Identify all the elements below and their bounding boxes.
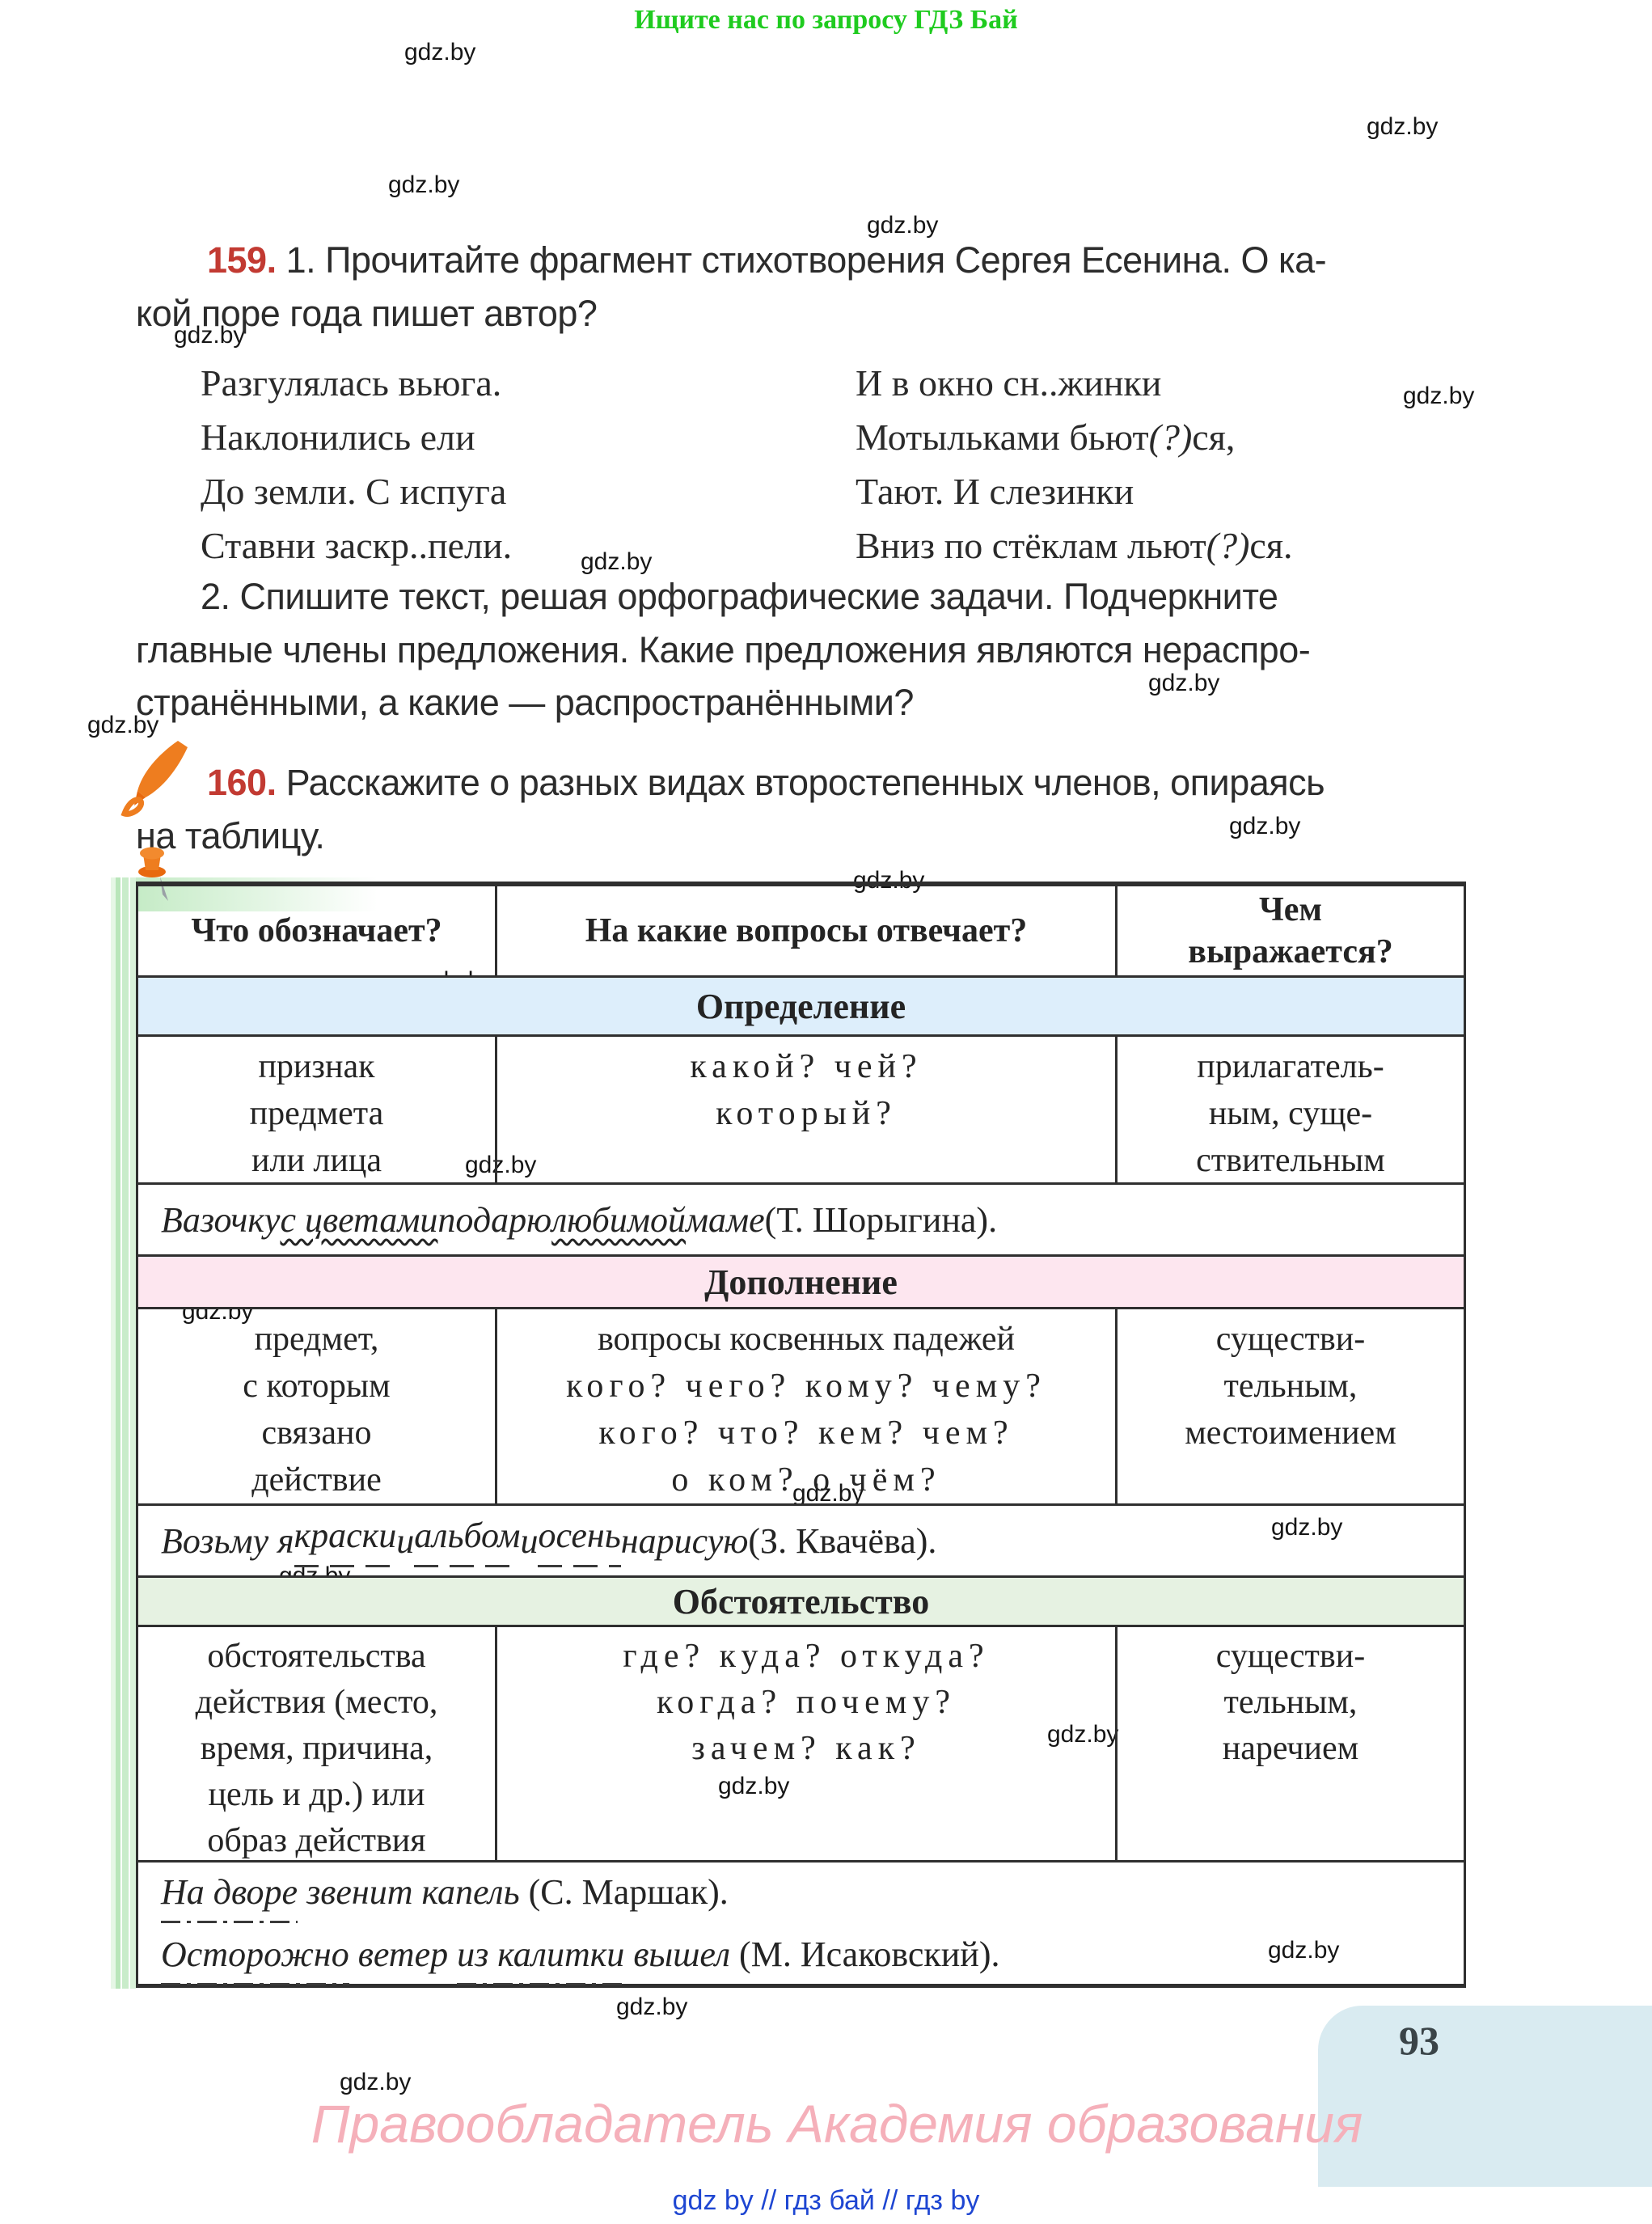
- exercise-159-number: 159.: [207, 239, 277, 281]
- poem-line: Разгулялась вьюга.: [201, 362, 502, 404]
- adverbial-examples: На дворе звенит капель (С. Маршак). Осто…: [138, 1862, 1464, 1985]
- watermark: gdz.by: [174, 322, 246, 349]
- section-band-adverbial: Обстоятельство: [138, 1578, 1464, 1627]
- watermark: gdz.by: [388, 171, 460, 198]
- poem-line: Вниз по стёклам льют(?)ся.: [856, 525, 1293, 566]
- watermark: gdz.by: [404, 39, 476, 66]
- underlined-definition: любимой: [551, 1199, 686, 1240]
- underlined-definition: с цветами: [280, 1199, 438, 1240]
- underlined-adverbial: из калитки: [457, 1934, 625, 1985]
- definition-questions-cell: какой? чей? который?: [497, 1037, 1118, 1182]
- orthography-gap: (?): [1206, 525, 1250, 566]
- watermark: gdz.by: [1148, 670, 1220, 696]
- definition-what-cell: признак предмета или лица: [138, 1037, 497, 1182]
- exercise-160-line2: на таблицу.: [136, 815, 325, 856]
- object-example: Возьму я краски и альбом и осень нарисую…: [138, 1506, 1464, 1578]
- adverbial-questions-cell: где? куда? откуда? когда? почему? зачем?…: [497, 1627, 1118, 1860]
- table-header-expressed: Чем выражается?: [1188, 891, 1393, 970]
- poem-line: Мотыльками бьют(?)ся,: [856, 416, 1236, 458]
- watermark: gdz.by: [340, 2069, 412, 2095]
- task2-line3: странёнными, а какие — распространёнными…: [136, 682, 914, 723]
- section-band-definition: Определение: [138, 978, 1464, 1037]
- adverbial-example-line: Осторожно ветер из калитки вышел (М. Иса…: [161, 1934, 1000, 1985]
- object-what-cell: предмет, с которым связано действие: [138, 1309, 497, 1503]
- underlined-object: осень: [538, 1514, 621, 1567]
- object-questions-cell: вопросы косвенных падежей кого? чего? ко…: [497, 1309, 1118, 1503]
- exercise-159-intro-line2: кой поре года пишет автор?: [136, 293, 598, 334]
- definition-expressed-cell: прилагатель- ным, суще- ствительным: [1196, 1048, 1385, 1179]
- promo-banner: Ищите нас по запросу ГДЗ Бай: [634, 5, 1018, 35]
- watermark: gdz.by: [1271, 1514, 1343, 1541]
- exercise-160-text: Расскажите о разных видах второстепенных…: [285, 762, 1325, 803]
- poem-line: До земли. С испуга: [201, 471, 507, 512]
- adverbial-example-line: На дворе звенит капель (С. Маршак).: [161, 1871, 729, 1923]
- watermark: gdz.by: [616, 1994, 688, 2020]
- poem-line: Наклонились ели: [201, 416, 475, 458]
- object-expressed-cell: существи- тельным, местоимением: [1185, 1321, 1396, 1452]
- example-author: (М. Исаковский).: [739, 1934, 1000, 1974]
- watermark: gdz.by: [1403, 383, 1475, 409]
- poem-right-column: И в окно сн..жинки Мотыльками бьют(?)ся,…: [856, 356, 1292, 573]
- section-band-object: Дополнение: [138, 1257, 1464, 1309]
- underlined-adverbial: На дворе: [161, 1872, 298, 1923]
- underlined-object: альбом: [414, 1514, 521, 1567]
- footer-links: gdz by // гдз бай // гдз by: [672, 2185, 980, 2216]
- adverbial-row: обстоятельства действия (место, время, п…: [138, 1627, 1464, 1862]
- definition-row: признак предмета или лица какой? чей? ко…: [138, 1037, 1464, 1185]
- members-table: Что обозначает? На какие вопросы отвечае…: [136, 882, 1466, 1988]
- page-number-box: 93: [1318, 2006, 1652, 2187]
- table-header-row: Что обозначает? На какие вопросы отвечае…: [138, 886, 1464, 978]
- underlined-object: краски: [294, 1514, 397, 1567]
- definition-example: Вазочку с цветами подарю любимой маме (Т…: [138, 1185, 1464, 1257]
- copyright-watermark: Правообладатель Академия образования: [311, 2094, 1363, 2154]
- example-author: (З. Квачёва).: [748, 1520, 937, 1561]
- underlined-adverbial: Осторожно: [161, 1934, 349, 1985]
- watermark: gdz.by: [853, 867, 925, 894]
- example-author: (С. Маршак).: [528, 1872, 729, 1912]
- table-header-what: Что обозначает?: [138, 886, 497, 975]
- watermark: gdz.by: [581, 548, 653, 575]
- watermark: gdz.by: [867, 212, 939, 239]
- watermark: gdz.by: [465, 1152, 537, 1178]
- exercise-160-line1: 160. Расскажите о разных видах второстеп…: [207, 762, 1325, 804]
- task2-line2: главные члены предложения. Какие предлож…: [136, 629, 1311, 670]
- watermark: gdz.by: [1367, 113, 1439, 140]
- pen-icon: [120, 741, 188, 817]
- adverbial-expressed-cell: существи- тельным, наречием: [1215, 1638, 1366, 1767]
- exercise-159-intro-text: 1. Прочитайте фрагмент стихотворения Сер…: [285, 239, 1327, 281]
- watermark: gdz.by: [87, 712, 159, 738]
- watermark: gdz.by: [1268, 1937, 1340, 1964]
- watermark: gdz.by: [792, 1480, 864, 1507]
- watermark: gdz.by: [1229, 813, 1301, 839]
- orthography-gap: (?): [1148, 416, 1193, 458]
- poem-line: Ставни заскр..пели.: [201, 525, 513, 566]
- exercise-159-intro-line1: 159. 1. Прочитайте фрагмент стихотворени…: [207, 239, 1327, 281]
- object-row: предмет, с которым связано действие вопр…: [138, 1309, 1464, 1506]
- poem-line: Тают. И слезинки: [856, 471, 1134, 512]
- watermark: gdz.by: [718, 1773, 790, 1799]
- table-header-questions: На какие вопросы отвечает?: [497, 886, 1118, 975]
- poem-line: И в окно сн..жинки: [856, 362, 1162, 404]
- watermark: gdz.by: [1047, 1721, 1119, 1748]
- green-accent-stripe: [111, 877, 136, 1989]
- example-author: (Т. Шорыгина).: [764, 1199, 998, 1240]
- task2-line1: 2. Спишите текст, решая орфографические …: [201, 576, 1278, 617]
- poem-left-column: Разгулялась вьюга. Наклонились ели До зе…: [201, 356, 512, 573]
- pushpin-icon: [138, 847, 168, 901]
- page-number: 93: [1399, 2018, 1439, 2063]
- adverbial-what-cell: обстоятельства действия (место, время, п…: [138, 1627, 497, 1860]
- exercise-160-number: 160.: [207, 762, 277, 803]
